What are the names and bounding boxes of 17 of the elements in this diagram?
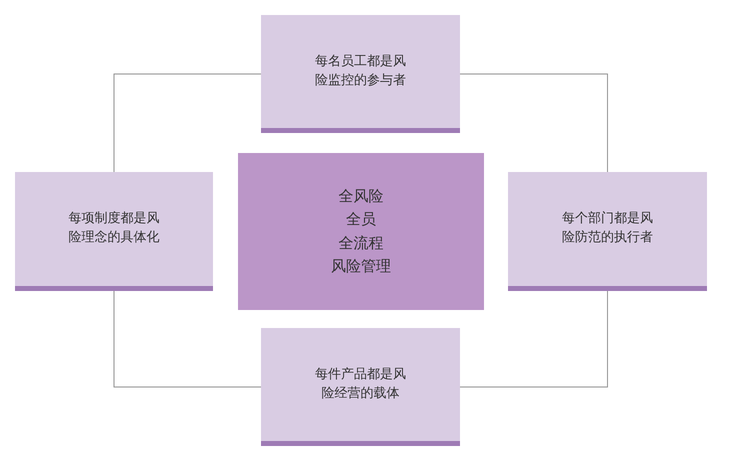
box-text: 全员	[346, 209, 376, 230]
connector-line	[460, 290, 608, 388]
box-text: 每名员工都是风险监控的参与者	[314, 52, 407, 90]
box-text: 风险管理	[331, 256, 391, 277]
text-box	[508, 172, 707, 291]
connector-line	[460, 74, 608, 172]
center-box	[238, 153, 484, 310]
text-box	[15, 172, 213, 291]
box-text: 每项制度都是风险理念的具体化	[68, 210, 160, 247]
connector-line	[114, 290, 262, 388]
box-text: 每件产品都是风险经营的载体	[314, 366, 407, 402]
connector-line	[114, 74, 262, 172]
text-box	[261, 15, 460, 133]
text-box	[261, 328, 460, 446]
box-text: 全风险	[338, 186, 384, 207]
box-text: 每个部门都是风险防范的执行者	[561, 210, 654, 247]
box-text: 全流程	[338, 232, 384, 254]
